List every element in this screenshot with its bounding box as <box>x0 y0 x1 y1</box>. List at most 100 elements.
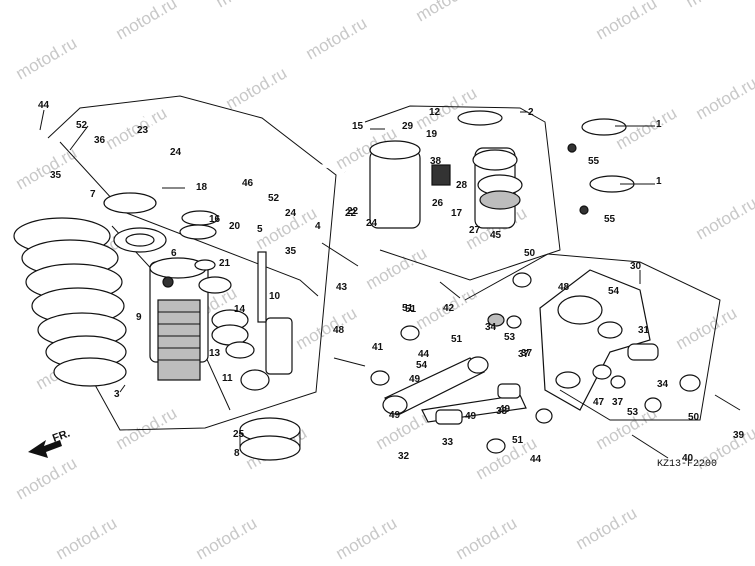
callout-number: 8 <box>234 448 240 459</box>
callout-number: 55 <box>604 214 616 225</box>
callout-number: 37 <box>521 348 533 359</box>
diagram-code: KZ13-F2200 <box>657 459 717 470</box>
watermark-text: motod.ru <box>293 303 361 353</box>
callout-number: 45 <box>490 230 502 241</box>
callout-number: 18 <box>196 182 208 193</box>
callout-number: 17 <box>451 208 463 219</box>
watermark-text: motod.ru <box>413 83 481 133</box>
callout-number: 47 <box>593 397 605 408</box>
callout-number: 46 <box>242 178 254 189</box>
callout-number: 11 <box>222 373 233 384</box>
callout-number: 2 <box>528 107 534 118</box>
callout-number: 9 <box>136 312 142 323</box>
callout-number: 5 <box>257 224 263 235</box>
damper-rod-parts <box>179 210 293 391</box>
link-bracket <box>539 269 651 411</box>
callout-number: 48 <box>558 282 570 293</box>
callout-number: 27 <box>469 225 481 236</box>
callout-number: 6 <box>171 248 177 259</box>
watermark-text: motod.ru <box>413 0 481 25</box>
callout-number: 52 <box>76 120 88 131</box>
callout-number: 44 <box>38 100 50 111</box>
callout-number: 20 <box>229 221 241 232</box>
watermark-text: motod.ru <box>683 0 751 11</box>
clamps <box>567 118 635 215</box>
watermark-text: motod.ru <box>303 13 371 63</box>
watermark-text: motod.ru <box>13 143 81 193</box>
callout-number: 50 <box>688 412 700 423</box>
callout-number: 34 <box>485 322 497 333</box>
callout-number: 51 <box>451 334 463 345</box>
callout-number: 52 <box>268 193 280 204</box>
callout-number: 51 <box>405 304 417 315</box>
callout-number: 35 <box>50 170 62 181</box>
watermark-text: motod.ru <box>333 513 401 563</box>
direction-label: FR. <box>51 427 72 444</box>
callout-number: 33 <box>496 406 508 417</box>
callout-number: 43 <box>336 282 348 293</box>
callout-number: 7 <box>90 189 96 200</box>
callout-number: 42 <box>443 303 455 314</box>
watermark-text: motod.ru <box>193 513 261 563</box>
watermark-text: motod.ru <box>453 513 521 563</box>
callout-number: 16 <box>209 214 221 225</box>
watermark-text: motod.ru <box>363 243 431 293</box>
callout-number: 30 <box>630 261 642 272</box>
callout-number: 29 <box>402 121 414 132</box>
callout-number: 53 <box>504 332 516 343</box>
callout-number: 32 <box>398 451 410 462</box>
callout-number: 22 <box>345 208 357 219</box>
bolts <box>321 242 741 459</box>
callout-number: 53 <box>627 407 639 418</box>
callout-number: 33 <box>442 437 454 448</box>
callout-number: 38 <box>430 156 442 167</box>
callout-number: 21 <box>219 258 231 269</box>
callout-number: 37 <box>518 349 530 360</box>
callout-number: 19 <box>426 129 438 140</box>
callout-number: 55 <box>588 156 600 167</box>
callout-number: 24 <box>285 208 297 219</box>
adjuster-nuts <box>103 192 167 253</box>
reservoir-box <box>364 105 561 281</box>
callout-number: 54 <box>416 360 428 371</box>
callout-number: 44 <box>530 454 542 465</box>
callout-number: 51 <box>512 435 524 446</box>
callout-number: 54 <box>608 286 620 297</box>
watermark-text: motod.ru <box>13 453 81 503</box>
bottom-cap <box>239 417 301 461</box>
callout-number: 37 <box>612 397 624 408</box>
callout-number: 49 <box>389 410 401 421</box>
callout-number: 50 <box>524 248 536 259</box>
front-direction-arrow: FR. <box>28 427 72 458</box>
callout-number: 41 <box>372 342 384 353</box>
callout-number: 13 <box>209 348 221 359</box>
callout-number: 1 <box>656 176 662 187</box>
watermark-text: motod.ru <box>113 0 181 43</box>
damper-body <box>149 257 209 381</box>
watermark-text: motod.ru <box>673 303 741 353</box>
callout-number: 22 <box>347 206 359 217</box>
watermark-text: motod.ru <box>693 73 755 123</box>
callout-number: 28 <box>456 180 468 191</box>
callout-number: 31 <box>638 325 650 336</box>
callout-number: 1 <box>656 119 662 130</box>
link-box-outline <box>464 253 721 421</box>
watermark-text: motod.ru <box>213 0 281 11</box>
leader-lines <box>39 109 655 393</box>
collars <box>370 272 701 454</box>
callout-number: 51 <box>402 303 414 314</box>
callout-number: 23 <box>137 125 149 136</box>
coil-spring <box>13 217 127 387</box>
callout-number: 36 <box>94 135 106 146</box>
callout-number: 34 <box>657 379 669 390</box>
callout-number: 10 <box>269 291 281 302</box>
watermark-text: motod.ru <box>223 63 291 113</box>
callout-number: 26 <box>432 198 444 209</box>
watermark-text: motod.ru <box>693 193 755 243</box>
watermark-text: motod.ru <box>13 33 81 83</box>
callout-number: 39 <box>733 430 745 441</box>
callout-number: 14 <box>234 304 246 315</box>
